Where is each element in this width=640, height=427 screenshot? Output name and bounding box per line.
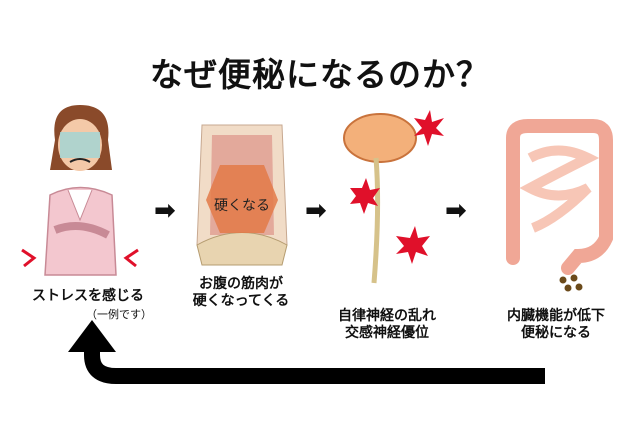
- step-3-label-line-2: 交感神経優位: [345, 325, 429, 341]
- step-4-label-line-2: 便秘になる: [521, 325, 591, 341]
- page-title: なぜ便秘になるのか？: [150, 55, 490, 94]
- step-arrow-2: ➡: [305, 196, 327, 226]
- abdomen-muscle-illustration: [196, 124, 288, 266]
- brain-nerve-illustration: [343, 110, 444, 284]
- step-1-label: ストレスを感じる: [32, 288, 144, 304]
- overlay-label: 硬くなる: [214, 198, 270, 214]
- step-2-label-line-1: お腹の筋肉が: [199, 276, 283, 292]
- step-4-label-line-1: 内臓機能が低下: [507, 308, 605, 324]
- stressed-woman-illustration: [21, 105, 139, 276]
- step-arrow-1: ➡: [154, 196, 176, 226]
- intestine-illustration: [506, 119, 613, 292]
- step-1-note: （一例です）: [86, 308, 152, 321]
- step-arrow-3: ➡: [445, 196, 467, 226]
- step-3-label-line-1: 自律神経の乱れ: [338, 308, 436, 324]
- step-2-label-line-2: 硬くなってくる: [192, 293, 290, 309]
